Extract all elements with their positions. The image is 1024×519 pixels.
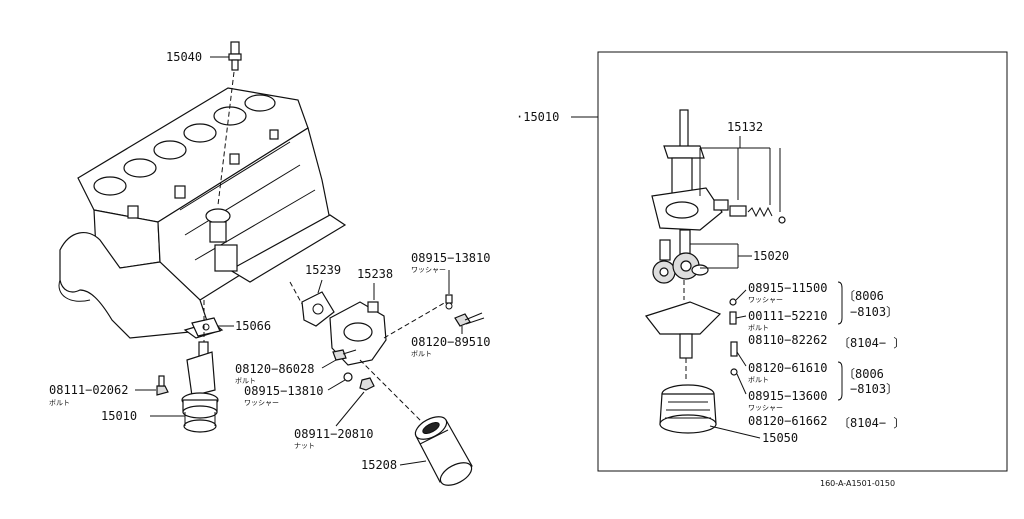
washer-08915-13810-mid <box>327 372 353 391</box>
label-nut-jp: ナット <box>294 442 315 450</box>
reference-code: 160-A-A1501-0150 <box>820 479 895 488</box>
bolt-08111-02062 <box>135 375 169 396</box>
label-08915-13810-top: 08915−13810 <box>411 251 490 265</box>
label-washer-r1-jp: ワッシャー <box>748 296 783 304</box>
label-15239: 15239 <box>305 263 341 277</box>
oil-pump-exploded <box>651 109 786 231</box>
bolt-08120-86028 <box>321 349 357 369</box>
label-08915-11500: 08915−11500 <box>748 281 827 295</box>
label-washer-top-jp: ワッシャー <box>411 266 446 274</box>
washer-08915-13810-top <box>445 270 453 310</box>
label-date-8103-b: −8103〕 <box>850 382 898 396</box>
label-bolt-1-jp: ボルト <box>411 350 432 358</box>
part-15040 <box>210 41 242 206</box>
label-bolt-r1-jp: ボルト <box>748 324 769 332</box>
label-15238: 15238 <box>357 267 393 281</box>
label-15010-right: ·15010 <box>516 110 559 124</box>
part-15208-oil-filter <box>359 359 473 486</box>
label-washer-mid-jp: ワッシャー <box>244 399 279 407</box>
label-08915-13600: 08915−13600 <box>748 389 827 403</box>
nut-08911-20810 <box>335 377 375 427</box>
label-08911-20810: 08911−20810 <box>294 427 373 441</box>
label-15040: 15040 <box>166 50 202 64</box>
label-date-8104-b: 〔8104− 〕 <box>838 416 905 430</box>
detail-frame <box>597 51 1008 472</box>
label-15010-left: 15010 <box>101 409 137 423</box>
label-08915-13810-mid: 08915−13810 <box>244 384 323 398</box>
label-08120-89510: 08120−89510 <box>411 335 490 349</box>
label-15020: 15020 <box>753 249 789 263</box>
label-08120-86028: 08120−86028 <box>235 362 314 376</box>
label-08111-02062: 08111−02062 <box>49 383 128 397</box>
part-15020-gears <box>652 229 752 284</box>
label-15050: 15050 <box>762 431 798 445</box>
label-washer-r2-jp: ワッシャー <box>748 404 783 412</box>
part-15066-gasket <box>191 317 234 337</box>
label-date-8006-a: 〔8006 <box>843 289 884 303</box>
label-date-8006-b: 〔8006 <box>843 367 884 381</box>
bolt-08120-89510 <box>454 312 485 334</box>
label-date-8104-a: 〔8104− 〕 <box>838 336 905 350</box>
label-15132: 15132 <box>727 120 763 134</box>
engine-block <box>58 87 347 339</box>
label-bolt-2-jp: ボルト <box>235 377 256 385</box>
label-08120-61610: 08120−61610 <box>748 361 827 375</box>
label-15208: 15208 <box>361 458 397 472</box>
part-15050-strainer <box>659 384 761 439</box>
part-15239-gasket <box>289 279 335 327</box>
label-08120-61662: 08120−61662 <box>748 414 827 428</box>
label-date-8103-a: −8103〕 <box>850 305 898 319</box>
oil-pump-small <box>150 300 219 433</box>
label-00111-52210: 00111−52210 <box>748 309 827 323</box>
label-08110-82262: 08110−82262 <box>748 333 827 347</box>
part-15238-bracket <box>329 283 447 366</box>
pump-cover <box>644 280 722 380</box>
hardware-upper <box>729 289 747 325</box>
label-bolt-3-jp: ボルト <box>49 399 70 407</box>
label-15066: 15066 <box>235 319 271 333</box>
hardware-lower <box>730 341 747 395</box>
label-bolt-r2-jp: ボルト <box>748 376 769 384</box>
